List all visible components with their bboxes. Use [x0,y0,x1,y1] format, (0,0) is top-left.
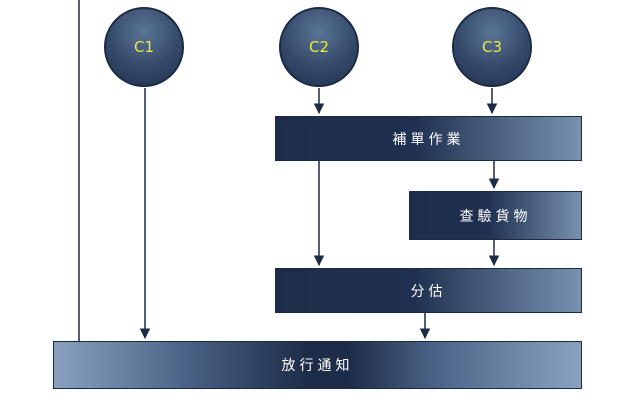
process-supplement-box: 補單作業 [275,116,582,161]
process-split-box: 分估 [275,268,582,313]
node-c1: C1 [104,7,184,87]
node-c1-label: C1 [133,38,155,56]
process-split-label: 分估 [410,283,447,300]
node-c2: C2 [279,7,359,87]
process-supplement-label: 補單作業 [392,131,465,148]
process-release-box: 放行通知 [53,341,582,389]
node-c3: C3 [452,7,532,87]
process-inspect-label: 查驗貨物 [459,208,532,225]
process-inspect-box: 查驗貨物 [409,191,582,240]
process-release-label: 放行通知 [281,358,354,374]
node-c2-label: C2 [308,38,330,56]
node-c3-label: C3 [481,38,503,56]
